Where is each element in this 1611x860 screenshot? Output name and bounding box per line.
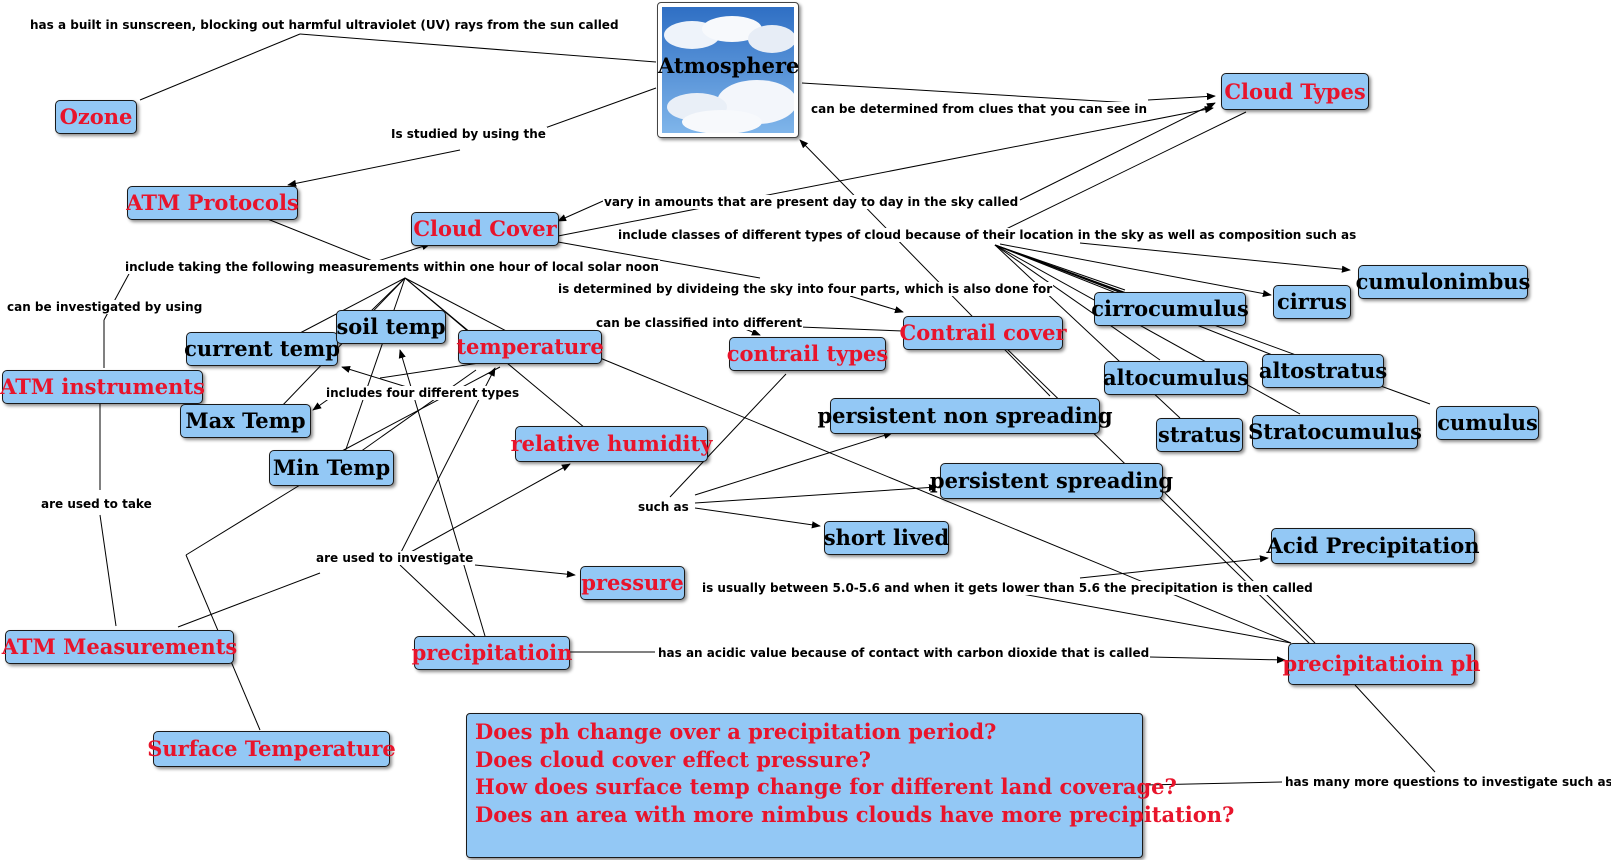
link-label-sunscreen: has a built in sunscreen, blocking out h… (29, 18, 620, 32)
link-label-used-to-investigate: are used to investigate (315, 551, 475, 565)
max-temp-node[interactable]: Max Temp (180, 404, 311, 438)
link-label-studied-by: Is studied by using the (390, 127, 547, 141)
acid-precipitation-node[interactable]: Acid Precipitation (1267, 528, 1479, 564)
contrail-types-node[interactable]: contrail types (727, 337, 888, 371)
cirrus-node[interactable]: cirrus (1273, 285, 1351, 319)
link-label-classified-into: can be classified into different (595, 316, 804, 330)
cumulonimbus-node[interactable]: cumulonimbus (1356, 265, 1530, 299)
surface-temperature-node[interactable]: Surface Temperature (147, 731, 396, 767)
soil-temp-node[interactable]: soil temp (336, 310, 446, 344)
question-item: Does cloud cover effect pressure? (475, 746, 871, 772)
pressure-node[interactable]: pressure (580, 566, 685, 600)
min-temp-node[interactable]: Min Temp (269, 450, 394, 486)
question-item: How does surface temp change for differe… (475, 774, 1177, 799)
atm-instruments-node[interactable]: ATM instruments (0, 370, 205, 404)
precipitation-node[interactable]: precipitatioin (412, 636, 572, 670)
cumulus-node[interactable]: cumulus (1436, 406, 1539, 440)
link-label-investigated-by: can be investigated by using (6, 300, 204, 314)
link-label-include-classes: include classes of different types of cl… (617, 228, 1358, 242)
cloud-sky-image (662, 7, 794, 133)
link-label-such-as: such as (637, 500, 690, 514)
link-label-acidic-value: has an acidic value because of contact w… (657, 646, 1151, 660)
link-label-clues: can be determined from clues that you ca… (810, 102, 1148, 116)
altocumulus-node[interactable]: altocumulus (1103, 361, 1249, 395)
link-label-dividing-sky: is determined by divideing the sky into … (557, 282, 1054, 296)
link-label-vary-amounts: vary in amounts that are present day to … (603, 195, 1020, 209)
questions-box[interactable]: Does ph change over a precipitation peri… (466, 713, 1235, 858)
temperature-node[interactable]: temperature (456, 330, 604, 364)
link-label-more-questions: has many more questions to investigate s… (1284, 775, 1611, 789)
stratus-node[interactable]: stratus (1156, 418, 1243, 452)
cloud-cover-node[interactable]: Cloud Cover (411, 212, 559, 246)
stratocumulus-node[interactable]: Stratocumulus (1248, 415, 1422, 449)
link-label-four-types: includes four different types (325, 386, 521, 400)
short-lived-node[interactable]: short lived (824, 521, 949, 555)
precipitation-ph-node[interactable]: precipitatioin ph (1282, 643, 1481, 685)
cloud-types-node[interactable]: Cloud Types (1221, 73, 1369, 110)
persistent-non-spreading-node[interactable]: persistent non spreading (817, 398, 1113, 434)
link-label-usually-between: is usually between 5.0-5.6 and when it g… (701, 581, 1314, 595)
ozone-node[interactable]: Ozone (55, 100, 137, 134)
atm-protocols-node[interactable]: ATM Protocols (126, 186, 299, 220)
question-item: Does an area with more nimbus clouds hav… (475, 801, 1235, 827)
question-item: Does ph change over a precipitation peri… (475, 719, 997, 744)
atmosphere-node[interactable]: Atmosphere (657, 2, 799, 138)
cirrocumulus-node[interactable]: cirrocumulus (1091, 292, 1249, 326)
relative-humidity-node[interactable]: relative humidity (511, 426, 712, 462)
link-label-used-to-take: are used to take (40, 497, 153, 511)
altostratus-node[interactable]: altostratus (1259, 354, 1387, 388)
atm-measurements-node[interactable]: ATM Measurements (2, 630, 237, 664)
persistent-spreading-node[interactable]: persistent spreading (930, 463, 1173, 499)
link-label-include-measurements: include taking the following measurement… (124, 260, 660, 274)
current-temp-node[interactable]: current temp (184, 332, 340, 366)
contrail-cover-node[interactable]: Contrail cover (899, 316, 1067, 350)
atmosphere-title: Atmosphere (658, 53, 800, 78)
